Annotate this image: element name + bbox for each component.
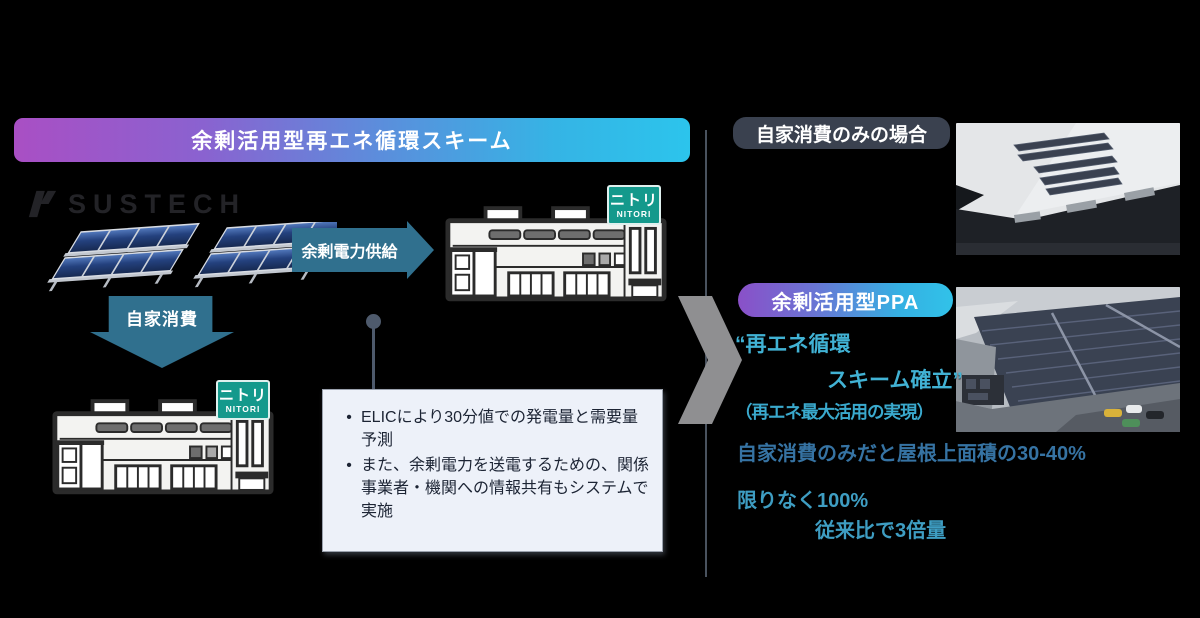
stat-100-percent: 限りなく100% — [737, 490, 869, 512]
note-text: また、余剰電力を送電するための、関係事業者・機関への情報共有もシステムで実施 — [361, 457, 650, 520]
ppa-case-label: 余剰活用型PPA — [738, 283, 953, 317]
note-item: • また、余剰電力を送電するための、関係事業者・機関への情報共有もシステムで実施 — [337, 455, 650, 523]
self-consumption-arrow: 自家消費 — [90, 296, 234, 368]
self-consumption-label: 自家消費 — [126, 310, 198, 329]
nitori-badge-jp: ニトリ — [609, 191, 658, 209]
quote-line3: （再エネ最大活用の実現） — [735, 402, 934, 422]
scheme-title-banner: 余剰活用型再エネ循環スキーム — [14, 118, 690, 162]
ppa-case-text: 余剰活用型PPA — [771, 291, 920, 314]
elic-notes-box: • ELICにより30分値での発電量と需要量予測 • また、余剰電力を送電するた… — [322, 389, 663, 552]
self-only-case-text: 自家消費のみの場合 — [755, 124, 927, 146]
quote-line2: スキーム確立” — [827, 369, 963, 392]
bullet-marker: • — [346, 457, 352, 475]
reene-quote: “再エネ循環 スキーム確立” （再エネ最大活用の実現） — [735, 328, 965, 424]
rooftop-photo-full-panels — [956, 287, 1180, 432]
sustech-logo-text: SUSTECH — [68, 188, 247, 219]
note-item: • ELICにより30分値での発電量と需要量予測 — [337, 407, 650, 452]
nitori-badge-en: NITORI — [225, 403, 261, 414]
scheme-title: 余剰活用型再エネ循環スキーム — [191, 130, 513, 153]
nitori-badge: ニトリ NITORI — [607, 185, 661, 225]
bullet-marker: • — [346, 409, 352, 426]
note-text: ELICにより30分値での発電量と需要量予測 — [361, 409, 639, 449]
surplus-supply-arrow: 余剰電力供給 — [292, 228, 407, 272]
stat-3x-volume: 従来比で3倍量 — [815, 520, 947, 542]
self-only-case-label: 自家消費のみの場合 — [733, 117, 950, 149]
surplus-supply-arrowhead — [407, 221, 434, 279]
connector-dot — [366, 314, 381, 329]
nitori-badge-en: NITORI — [616, 208, 652, 219]
quote-line1: “再エネ循環 — [735, 333, 851, 356]
flow-chevron-arrow — [678, 296, 742, 424]
sustech-logo: SUSTECH — [26, 188, 246, 220]
stat-roof-coverage: 自家消費のみだと屋根上面積の30-40% — [737, 443, 1086, 465]
sustech-bolt-icon — [28, 190, 57, 218]
rooftop-photo-sparse-panels — [956, 123, 1180, 255]
nitori-badge-jp: ニトリ — [218, 386, 267, 404]
surplus-supply-label: 余剰電力供給 — [301, 244, 398, 261]
connector-line — [372, 324, 375, 389]
nitori-badge: ニトリ NITORI — [216, 380, 270, 420]
